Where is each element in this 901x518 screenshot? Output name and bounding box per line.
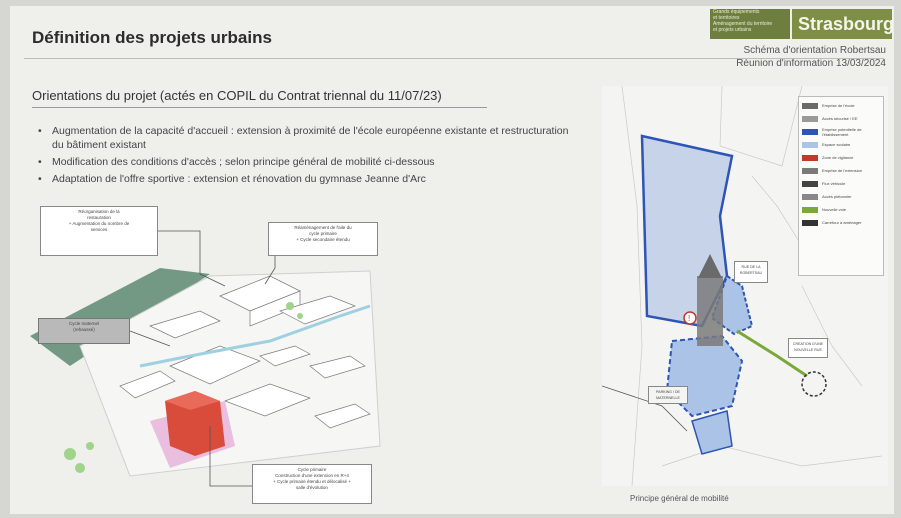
school-zone-south <box>665 334 744 418</box>
label-restauration: Réorganisation de la restauration + Augm… <box>40 206 158 256</box>
crossroad-marker <box>801 371 827 397</box>
legend-swatch <box>802 219 818 226</box>
legend-label: Nouvelle voie <box>822 207 847 212</box>
stream-line <box>139 304 371 368</box>
label-line: Cycle maternel <box>68 321 99 326</box>
logo-caption-line: et projets urbains <box>713 27 752 33</box>
logo-caption-line: Grands équipements <box>713 9 760 15</box>
legend-swatch <box>802 141 818 148</box>
city-logo: Strasbourg <box>792 9 894 39</box>
label-line: + Cycle secondaire étendu <box>296 237 350 242</box>
legend-swatch <box>802 128 818 135</box>
map-label-entry: CREATION D'UNE NOUVELLE RUE <box>788 338 828 358</box>
label-line: Réaménagement de l'aile du <box>294 225 352 230</box>
legend-swatch <box>802 102 818 109</box>
legend-row: Carrefour à aménager <box>802 216 880 229</box>
label-line: MATERNELLE <box>656 396 680 400</box>
label-line: (rehaussé) <box>73 327 95 332</box>
legend-row: Flux véhicule <box>802 177 880 190</box>
tree <box>64 448 76 460</box>
label-line: Construction d'une extension en R+4 <box>275 473 349 478</box>
vigilance-marker-label: ! <box>688 314 690 323</box>
bullet-item: Modification des conditions d'accès ; se… <box>38 155 583 169</box>
label-cycle-primaire-bottom: Cycle primaire Construction d'une extens… <box>252 464 372 504</box>
logo-caption-line: et territoires <box>713 15 740 21</box>
label-line: PARKING / DE <box>656 390 680 394</box>
extension-footprint <box>697 276 723 346</box>
legend-swatch <box>802 206 818 213</box>
legend-label: Carrefour à aménager <box>822 220 862 225</box>
label-line: + Augmentation du nombre de <box>68 221 130 226</box>
logo-caption-line: Aménagement du territoire <box>713 21 773 27</box>
label-line: CREATION D'UNE <box>792 342 824 346</box>
legend-swatch <box>802 115 818 122</box>
tree <box>286 302 294 310</box>
label-line: RUE DE LA ROBERTSAU <box>739 265 763 275</box>
tree <box>297 313 303 319</box>
section-heading: Orientations du projet (actés en COPIL d… <box>32 88 442 103</box>
agency-logo: Grands équipements et territoires Aménag… <box>710 9 790 39</box>
subtitle-line1: Schéma d'orientation Robertsau <box>743 45 886 56</box>
map-caption: Principe général de mobilité <box>630 494 729 503</box>
bullet-item: Augmentation de la capacité d'accueil : … <box>38 124 583 152</box>
map-legend: Emprise de l'école Accès sécurisé / EE E… <box>798 96 884 276</box>
mobility-map: ! RUE DE LA ROBERTSAU CREATION D'UNE NOU… <box>602 86 888 486</box>
slide: Définition des projets urbains Grands éq… <box>10 6 894 514</box>
label-line: restauration <box>87 215 111 220</box>
legend-row: Emprise potentielle de l'établissement <box>802 125 880 138</box>
header-divider <box>24 58 884 59</box>
label-line: salle d'évolution <box>296 485 328 490</box>
vigilance-marker <box>683 311 697 325</box>
legend-label: Emprise de l'école <box>822 103 855 108</box>
extension-roof <box>165 391 220 410</box>
legend-row: Nouvelle voie <box>802 203 880 216</box>
label-line: services <box>90 227 108 232</box>
buildings <box>119 275 371 429</box>
label-line: + Cycle primaire étendu et délocalisé + <box>273 479 351 484</box>
legend-row: Accès piétonnier <box>802 190 880 203</box>
map-streets <box>621 86 883 486</box>
tree <box>75 463 85 473</box>
access-line <box>602 385 688 432</box>
tree <box>86 442 94 450</box>
page-title: Définition des projets urbains <box>32 28 272 47</box>
legend-row: Espace scolaire <box>802 138 880 151</box>
label-line: cycle primaire <box>309 231 337 236</box>
legend-swatch <box>802 167 818 174</box>
new-road <box>736 329 808 378</box>
map-label-rue: RUE DE LA ROBERTSAU <box>734 261 768 283</box>
bullet-list: Augmentation de la capacité d'accueil : … <box>38 124 583 189</box>
bullet-item: Adaptation de l'offre sportive : extensi… <box>38 172 583 186</box>
subtitle-line2: Réunion d'information 13/03/2024 <box>736 58 886 69</box>
legend-label: Flux véhicule <box>822 181 846 186</box>
section-underline <box>32 107 487 108</box>
legend-label: Emprise potentielle de l'établissement <box>822 126 862 137</box>
map-label-parking: PARKING / DE MATERNELLE <box>648 386 688 404</box>
label-cycle-primaire-top: Réaménagement de l'aile du cycle primair… <box>268 222 378 256</box>
legend-swatch <box>802 180 818 187</box>
legend-row: Zone de vigilance <box>802 151 880 164</box>
label-left-grey: Cycle maternel (rehaussé) <box>38 318 130 344</box>
flow-arrow-head <box>698 254 722 278</box>
legend-swatch <box>802 154 818 161</box>
legend-row: Accès sécurisé / EE <box>802 112 880 125</box>
label-line: NOUVELLE RUE <box>794 348 822 352</box>
legend-label: Emprise de l'extension <box>822 168 863 173</box>
label-line: Cycle primaire <box>297 467 327 472</box>
label-line: Réorganisation de la <box>78 209 120 214</box>
legend-swatch <box>802 193 818 200</box>
legend-label: Accès sécurisé / EE <box>822 116 858 121</box>
legend-row: Emprise de l'extension <box>802 164 880 177</box>
legend-label: Espace scolaire <box>822 142 851 147</box>
school-zone-tip <box>691 410 733 455</box>
legend-label: Accès piétonnier <box>822 194 852 199</box>
legend-label: Zone de vigilance <box>822 155 854 160</box>
legend-row: Emprise de l'école <box>802 99 880 112</box>
axonometric-plan <box>30 230 381 487</box>
